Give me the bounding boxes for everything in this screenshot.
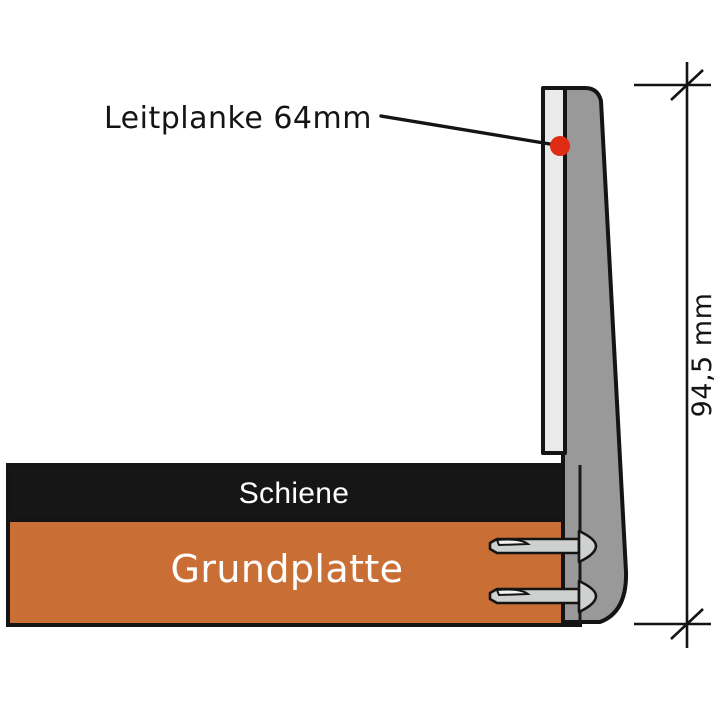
screw-lower-head xyxy=(577,579,598,614)
label-schiene: Schiene xyxy=(239,477,350,510)
dimension-group: 94,5 mm xyxy=(634,62,718,648)
screw-upper-head xyxy=(577,529,598,564)
label-leitplanke: Leitplanke 64mm xyxy=(104,101,372,136)
label-grundplatte: Grundplatte xyxy=(171,547,404,591)
screw-lower xyxy=(488,579,598,614)
screw-upper-thread-highlight xyxy=(495,538,531,547)
guard-rail-group xyxy=(541,86,567,455)
rail-group xyxy=(6,463,582,522)
guard-rail-strip xyxy=(541,86,567,455)
dimension-tick-bottom xyxy=(670,608,704,640)
leader-line xyxy=(379,114,558,147)
screw-upper xyxy=(488,529,598,564)
fastener-group xyxy=(488,529,598,614)
red-dot-marker xyxy=(550,136,570,156)
dimension-value-text: 94,5 mm xyxy=(687,293,718,418)
base-plate-group xyxy=(6,516,582,627)
rail-body xyxy=(6,463,582,522)
screw-lower-thread-highlight xyxy=(495,588,531,597)
base-plate-body xyxy=(6,516,582,627)
dimension-tick-top xyxy=(670,69,704,101)
annotation-group xyxy=(379,114,570,156)
